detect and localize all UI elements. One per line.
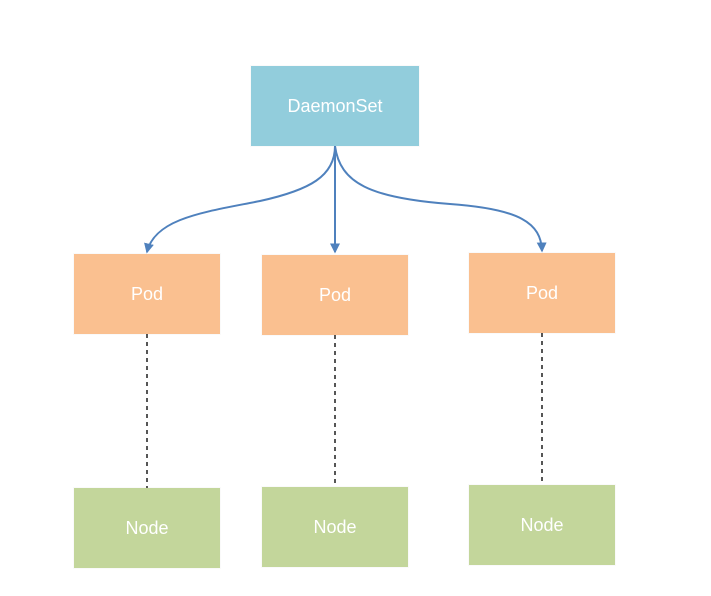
node-box-2: Node (262, 487, 408, 567)
pod-label-1: Pod (130, 284, 164, 304)
pod-label-2: Pod (318, 285, 352, 305)
pod-box-3: Pod (469, 253, 615, 333)
daemonset-label: DaemonSet (287, 96, 383, 116)
node-box-1: Node (74, 488, 220, 568)
pod-box-2: Pod (262, 255, 408, 335)
connector-daemonset-to-pod-3 (334, 145, 547, 253)
pod-label-3: Pod (525, 283, 559, 303)
daemonset-box: DaemonSet (251, 66, 419, 146)
node-label-3: Node (520, 515, 564, 535)
node-box-3: Node (469, 485, 615, 565)
node-label-2: Node (313, 517, 357, 537)
connector-daemonset-to-pod-1 (144, 145, 336, 254)
pod-box-1: Pod (74, 254, 220, 334)
node-label-1: Node (125, 518, 169, 538)
